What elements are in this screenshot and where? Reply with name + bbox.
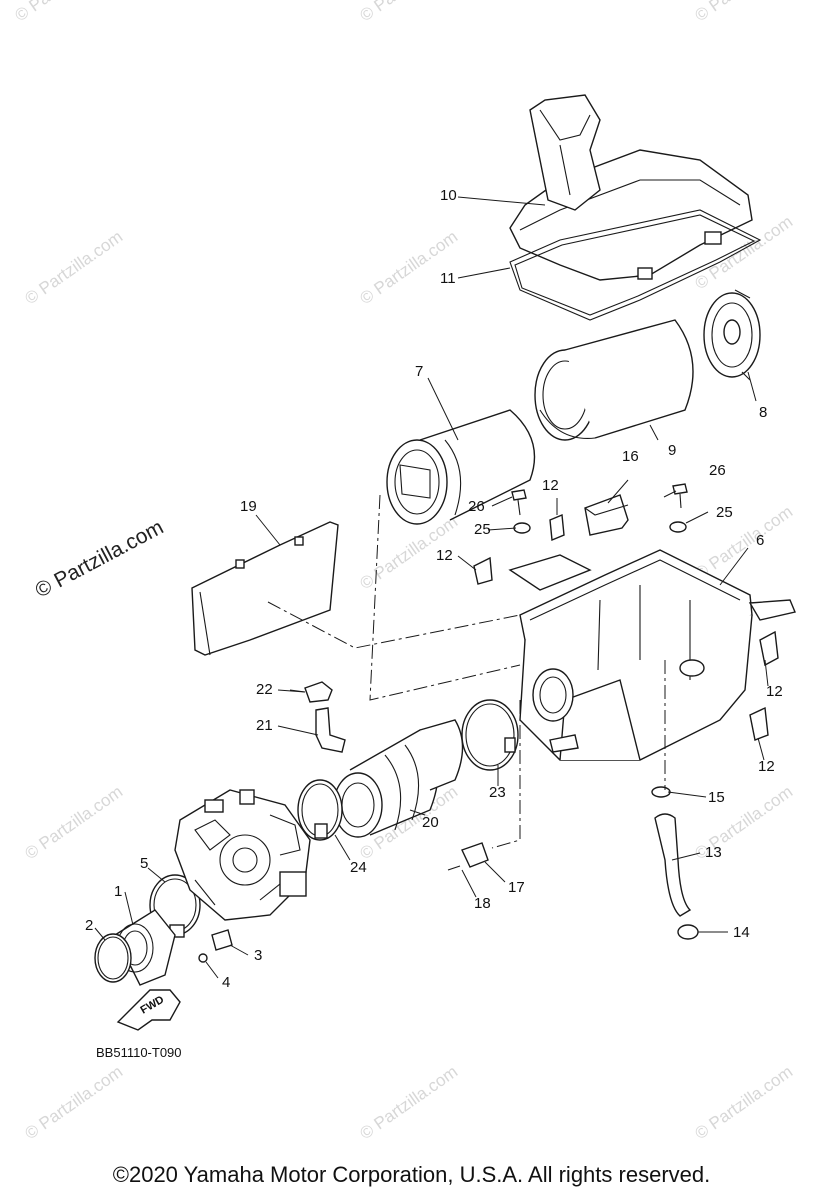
part-24-clamp (297, 779, 343, 841)
callout-21: 21 (256, 717, 273, 734)
callout-24: 24 (350, 859, 367, 876)
watermark: © Partzilla.com (21, 1062, 126, 1143)
copyright-notice: ©2020 Yamaha Motor Corporation, U.S.A. A… (112, 1162, 711, 1187)
callout-18: 18 (474, 895, 491, 912)
part-9-filter-element (534, 319, 694, 441)
part-21-22-elbow (289, 681, 346, 753)
fwd-arrow-icon: FWD (116, 989, 181, 1031)
callout-17: 17 (508, 879, 525, 896)
callout-22: 22 (256, 681, 273, 698)
callout-26-left: 26 (468, 498, 485, 515)
callout-20: 20 (422, 814, 439, 831)
assembly-lines (267, 494, 666, 849)
watermark: © Partzilla.com (356, 1062, 461, 1143)
watermark: © Partzilla.com (11, 0, 116, 25)
part-19-cover-plate (191, 521, 339, 656)
callout-11: 11 (440, 270, 456, 287)
callout-10: 10 (440, 187, 457, 204)
callout-12-lower: 12 (758, 758, 775, 775)
callout-12-upper: 12 (542, 477, 559, 494)
callout-16: 16 (622, 448, 639, 465)
part-11-gasket (509, 209, 762, 321)
callout-12-right: 12 (766, 683, 783, 700)
part-13-14-15-drain (651, 786, 699, 940)
watermark: © Partzilla.com (21, 782, 126, 863)
callout-25-right: 25 (716, 504, 733, 521)
callout-5: 5 (140, 855, 148, 872)
part-16-foam-pad (584, 494, 629, 536)
callout-19: 19 (240, 498, 257, 515)
callout-14: 14 (733, 924, 750, 941)
callout-4: 4 (222, 974, 230, 991)
watermark: © Partzilla.com (691, 502, 796, 583)
callout-26-right: 26 (709, 462, 726, 479)
callout-8: 8 (759, 404, 767, 421)
callout-3: 3 (254, 947, 262, 964)
part-7-filter-cage (386, 409, 536, 525)
part-1-2-intake-joint (94, 909, 176, 986)
callout-6: 6 (756, 532, 764, 549)
leader-lines (94, 196, 769, 979)
callout-25-left: 25 (474, 521, 491, 538)
watermark: © Partzilla.com (21, 227, 126, 308)
watermark-prominent: © Partzilla.com (32, 516, 168, 603)
callout-2: 2 (85, 917, 93, 934)
watermark: © Partzilla.com (691, 0, 796, 25)
callout-23: 23 (489, 784, 506, 801)
throttle-body (174, 789, 311, 921)
callout-12-left: 12 (436, 547, 453, 564)
part-20-joint (333, 719, 464, 838)
callouts: 10 11 7 8 9 19 16 26 26 12 25 25 6 12 12… (85, 187, 783, 991)
diagram-code: BB51110-T090 (96, 1045, 182, 1060)
callout-13: 13 (705, 844, 722, 861)
callout-7: 7 (415, 363, 423, 380)
part-12-clips (473, 513, 779, 741)
callout-9: 9 (668, 442, 676, 459)
part-8-end-cover (703, 289, 761, 381)
watermark: © Partzilla.com (356, 0, 461, 25)
part-10-air-box-cap (509, 94, 753, 281)
part-25-26-fasteners (511, 483, 688, 534)
callout-15: 15 (708, 789, 725, 806)
watermark: © Partzilla.com (356, 227, 461, 308)
small-fasteners (198, 842, 489, 963)
callout-1: 1 (114, 883, 122, 900)
part-23-clamp (461, 699, 519, 771)
part-6-air-box-case (508, 549, 796, 761)
watermark: © Partzilla.com (691, 1062, 796, 1143)
